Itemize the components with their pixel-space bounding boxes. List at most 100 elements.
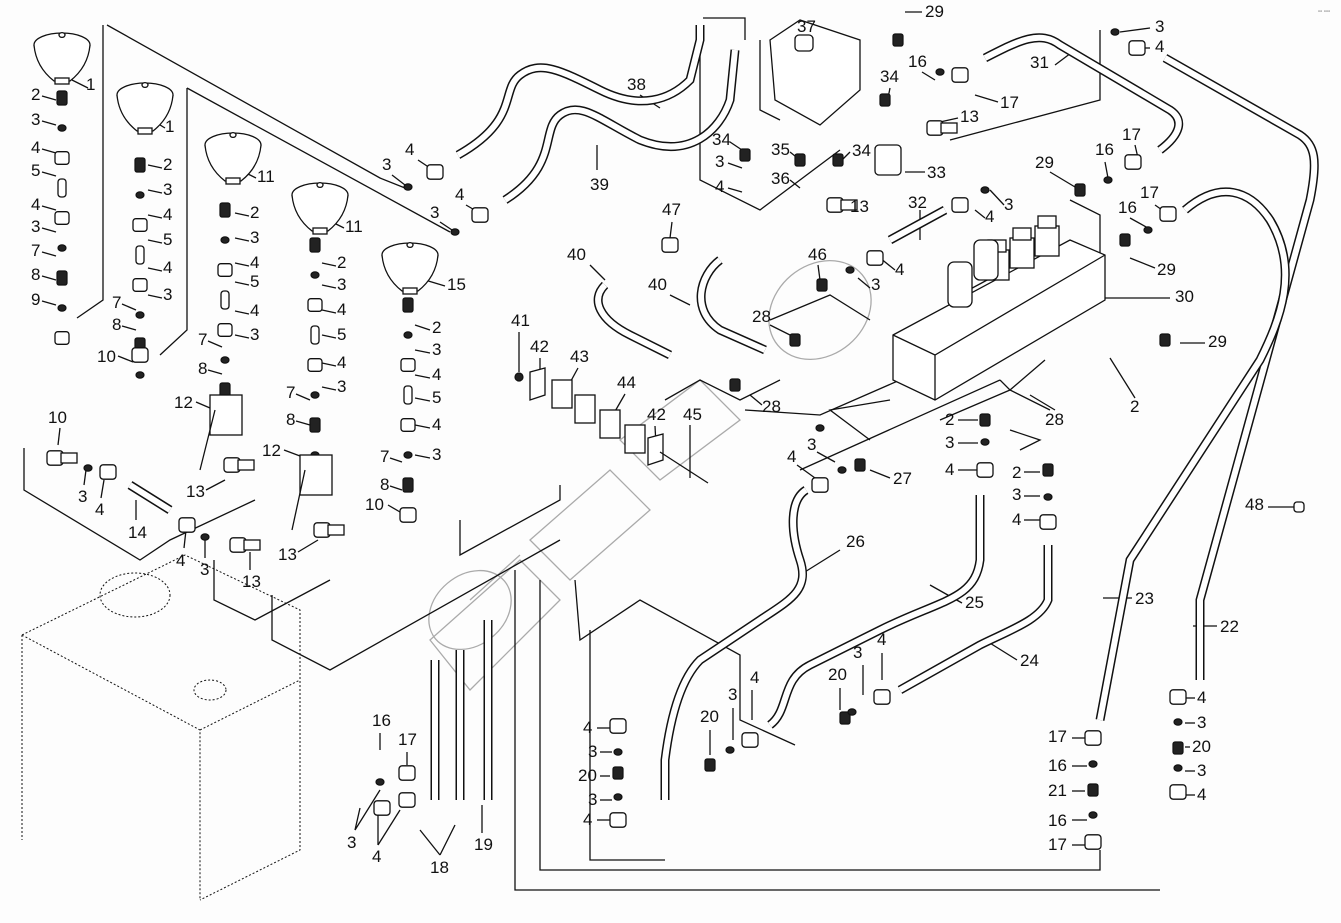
callout-4: 4 [31,195,40,214]
threaded-fitting-icon [879,93,891,107]
callout-16: 16 [1118,198,1137,217]
reservoir-outlet [137,127,153,135]
callout-13: 13 [850,197,869,216]
callout-leader-3 [147,294,163,299]
callout-46: 46 [808,245,827,264]
watermark-mark [529,469,651,581]
callout-4: 4 [1197,785,1206,804]
callout-20: 20 [828,665,847,684]
callout-4: 4 [787,447,796,466]
tee-branch [940,122,958,134]
nut-icon [1159,206,1177,222]
callout-3: 3 [163,285,172,304]
nut-icon [178,517,196,533]
pipe-22-inner [1163,55,1318,680]
nut-icon [1039,514,1057,530]
callout-3: 3 [715,152,724,171]
reservoir-outlet [312,227,328,235]
callout-leader-3 [391,174,406,186]
callout-2: 2 [250,203,259,222]
callout-labels: 1234543789123454378101123454378121311234… [31,2,1264,877]
callout-leader-4 [414,374,431,379]
threaded-fitting-icon [832,153,844,167]
callout-43: 43 [570,347,589,366]
callout-17: 17 [398,730,417,749]
callout-28: 28 [1045,410,1064,429]
nut-icon [131,347,149,363]
callout-leader-3 [414,349,431,354]
solenoid-cap [1012,227,1032,241]
callout-3: 3 [588,790,597,809]
callout-4: 4 [985,207,994,226]
callout-31: 31 [1030,53,1049,72]
nut-icon [951,67,969,83]
callout-leader-47 [669,221,673,239]
callout-4: 4 [31,138,40,157]
washer-icon [57,244,67,252]
washer-icon [316,181,324,189]
threaded-fitting-icon [402,297,414,313]
leader-lines [23,11,1294,891]
callout-5: 5 [432,388,441,407]
valve-handle [291,469,306,531]
callout-16: 16 [1048,756,1067,775]
callout-7: 7 [198,330,207,349]
callout-leader-18 [419,829,441,856]
callout-21: 21 [1048,781,1067,800]
washer-icon [135,191,145,199]
frame-line [664,379,781,401]
washer-icon [815,424,825,432]
pipe-40a-inner [595,282,672,358]
callout-3: 3 [250,325,259,344]
callout-leader-16 [1104,161,1109,179]
threaded-fitting-icon [789,333,801,347]
nut-icon [1169,784,1187,800]
callout-leader-46 [817,264,821,281]
callout-20: 20 [700,707,719,726]
callout-leader-4 [796,464,816,479]
valve-block-icon [892,239,1106,401]
valve-handle [199,409,216,471]
callout-leader-4 [234,262,250,267]
washer-icon [613,793,623,801]
callout-leader-7 [121,303,137,311]
callout-leader-4 [147,267,163,272]
ball-valve-icon [209,394,243,436]
callout-8: 8 [286,410,295,429]
frame-line [271,539,561,671]
washer-icon [58,31,66,39]
callout-leader-3 [234,334,250,339]
frame-line [539,580,1101,871]
callout-3: 3 [347,833,356,852]
callout-2: 2 [1130,397,1139,416]
pump-icon [769,19,861,126]
callout-40: 40 [567,245,586,264]
clamp-half-icon [574,394,596,424]
washer-icon [83,464,93,472]
threaded-fitting-icon [309,417,321,433]
callout-3: 3 [1004,195,1013,214]
frame-line [1069,199,1101,260]
callout-22: 22 [1220,617,1239,636]
cylinder-icon [947,261,973,308]
callout-7: 7 [380,447,389,466]
corner-mark: ▫▫ ▫▫▫ [1318,9,1330,15]
threaded-fitting-icon [816,278,828,292]
callout-3: 3 [337,377,346,396]
callout-leader-16 [1129,217,1149,229]
washer-icon [403,183,413,191]
callout-leader-2 [321,262,337,267]
callout-4: 4 [163,258,172,277]
washer-icon [1088,811,1098,819]
nut-icon [811,477,829,493]
callout-leader-1 [71,79,89,89]
tee-branch [243,539,261,551]
callout-4: 4 [750,668,759,687]
frame-line [744,379,901,416]
washer-icon [406,241,414,249]
callout-29: 29 [925,2,944,21]
valve-block-edge [892,254,1106,400]
callout-17: 17 [1122,125,1141,144]
nut-icon [400,418,416,432]
